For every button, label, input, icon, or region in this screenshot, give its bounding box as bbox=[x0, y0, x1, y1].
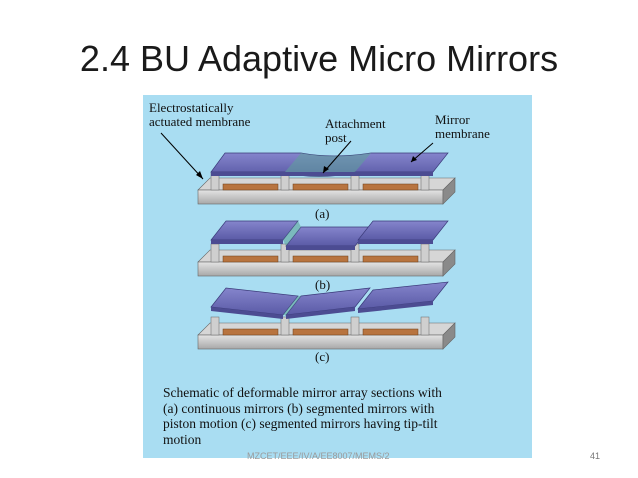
caption-line: motion bbox=[163, 431, 202, 447]
electrode bbox=[362, 328, 419, 336]
slide-footer: MZCET/EEE/IV/A/EE8007/MEMS/2 bbox=[247, 451, 390, 461]
electrode bbox=[292, 328, 349, 336]
substrate bbox=[197, 189, 444, 205]
attachment-post bbox=[350, 316, 360, 336]
electrode bbox=[222, 183, 279, 191]
section-c-tip-tilt-mirrors bbox=[197, 281, 456, 350]
panel-label-b: (b) bbox=[315, 277, 331, 292]
deformable-mirror-figure: Electrostatically actuated membrane Atta… bbox=[143, 95, 532, 458]
electrode bbox=[222, 255, 279, 263]
caption-line: (a) continuous mirrors (b) segmented mir… bbox=[163, 400, 435, 416]
electrode bbox=[222, 328, 279, 336]
substrate bbox=[197, 261, 444, 277]
mirror-segment bbox=[210, 220, 299, 241]
arrow-post bbox=[322, 140, 352, 174]
page-number: 41 bbox=[590, 451, 601, 461]
panel-label-c: (c) bbox=[315, 349, 330, 364]
panel-label-a: (a) bbox=[315, 206, 330, 221]
attachment-post bbox=[210, 316, 220, 336]
attachment-post bbox=[420, 316, 430, 336]
label-attachment-post: Attachment post bbox=[325, 116, 386, 145]
attachment-post bbox=[210, 243, 220, 263]
electrode bbox=[362, 255, 419, 263]
figure-caption: Schematic of deformable mirror array sec… bbox=[163, 385, 523, 447]
label-mirror-membrane: Mirror membrane bbox=[435, 112, 490, 141]
arrow-membrane bbox=[160, 132, 204, 180]
substrate bbox=[197, 334, 444, 350]
attachment-post bbox=[420, 243, 430, 263]
label-electrostatic-membrane: Electrostatically actuated membrane bbox=[149, 100, 251, 129]
mirror-segment bbox=[285, 287, 371, 316]
section-a-continuous-mirrors bbox=[160, 132, 456, 205]
section-b-piston-mirrors bbox=[197, 220, 456, 277]
caption-line: Schematic of deformable mirror array sec… bbox=[163, 385, 442, 400]
attachment-post bbox=[280, 316, 290, 336]
electrode bbox=[292, 183, 349, 191]
electrode bbox=[362, 183, 419, 191]
caption-line: piston motion (c) segmented mirrors havi… bbox=[163, 416, 438, 431]
electrode bbox=[292, 255, 349, 263]
mirror-segment bbox=[357, 220, 449, 241]
slide-title: 2.4 BU Adaptive Micro Mirrors bbox=[79, 38, 559, 79]
mirror-segment bbox=[357, 281, 449, 310]
mirror-array-schematic bbox=[160, 132, 456, 350]
